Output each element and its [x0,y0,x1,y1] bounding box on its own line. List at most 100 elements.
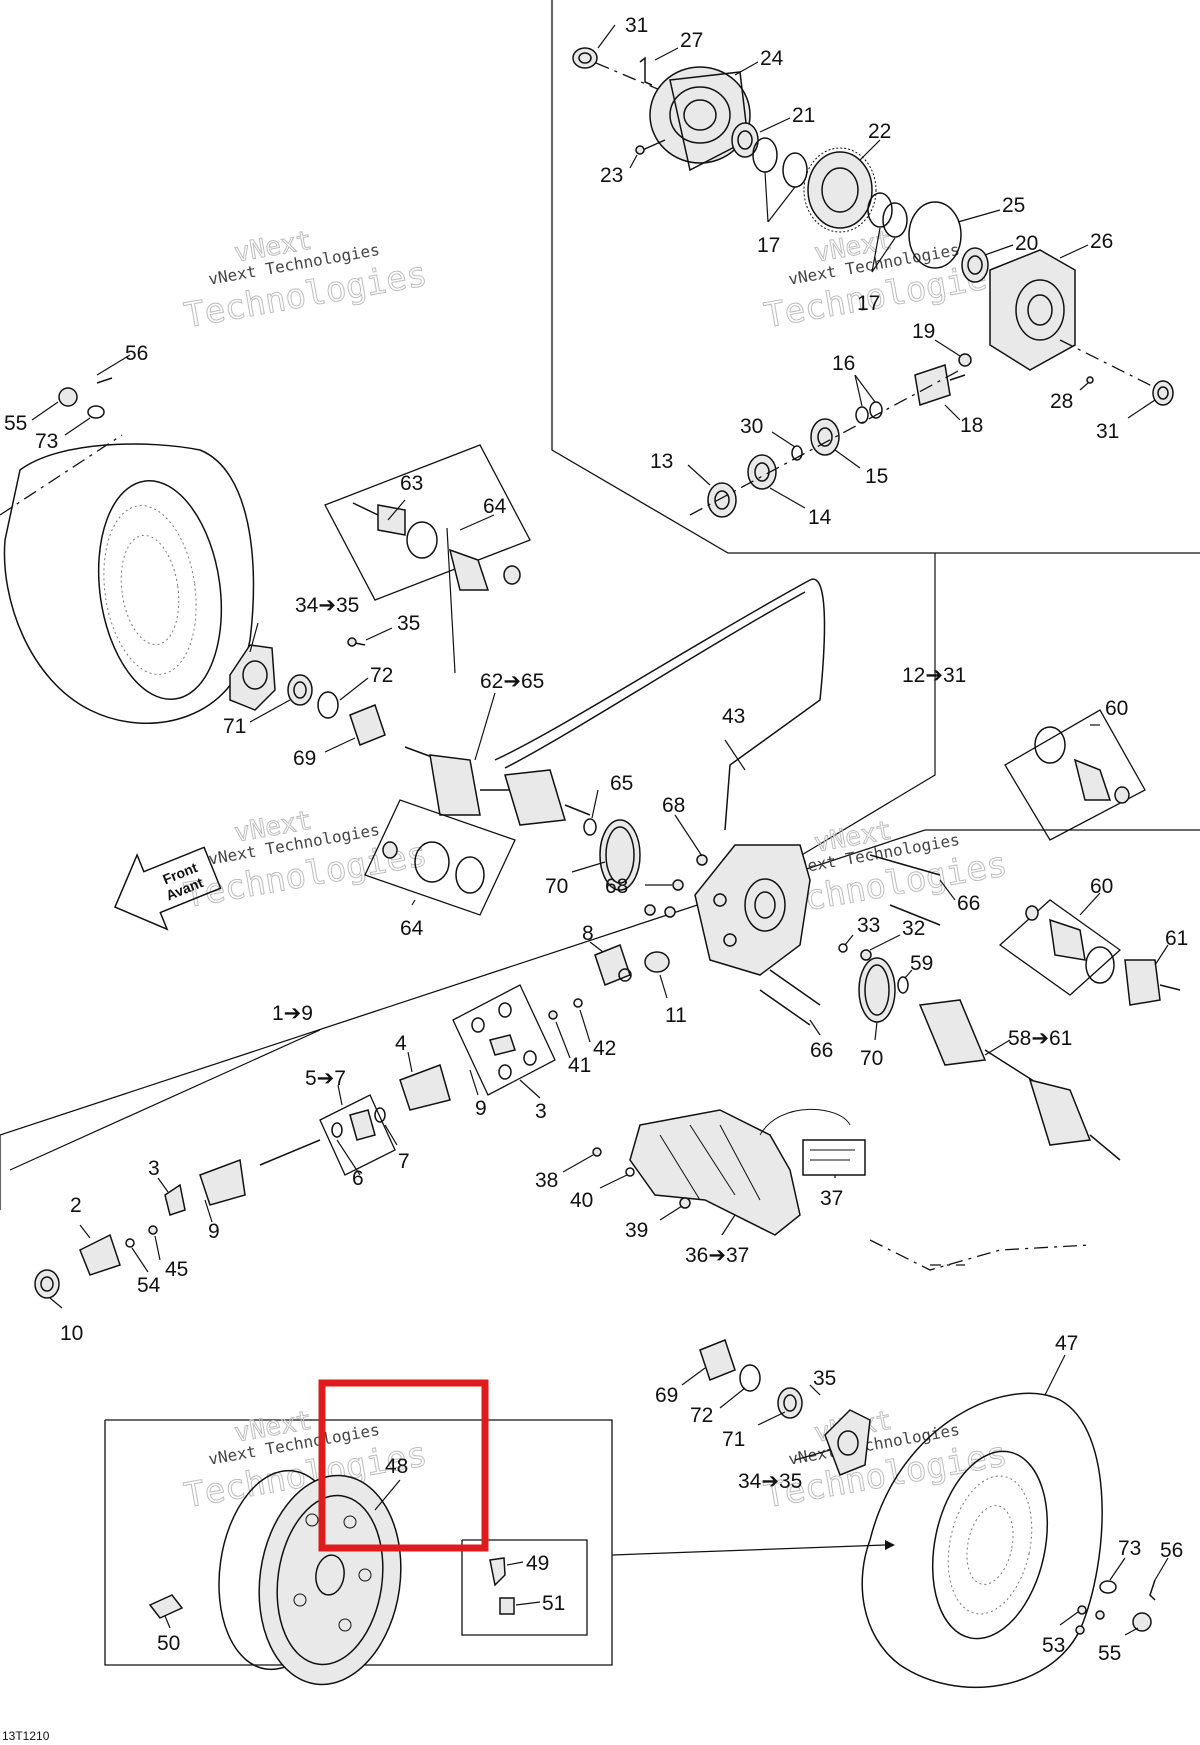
callout-45: 45 [165,1258,188,1281]
callout-63: 63 [400,472,423,495]
part-16-shims [855,401,883,424]
callout-72-bottom: 72 [690,1404,713,1427]
callout-9-upper: 9 [475,1097,487,1120]
separator-line [0,829,1200,1210]
callout-31-right: 31 [1096,420,1119,443]
part-69-bearing-b [699,1339,736,1381]
callout-71-bottom: 71 [722,1428,745,1451]
highlight-box [318,1379,489,1552]
part-50-decal [148,1594,184,1619]
arrow-to-tire [611,1544,886,1556]
callout-9-lower: 9 [208,1220,220,1243]
callout-27: 27 [680,29,703,52]
part-54-washer [125,1238,135,1248]
wheel-inset-box [104,1419,613,1666]
callout-55-left: 55 [4,412,27,435]
part-23-bolt [635,139,666,155]
leader-12-31 [784,553,936,866]
part-73-washer [87,405,105,419]
callout-64-top: 64 [483,495,507,518]
part-28-plug [1086,376,1094,384]
part-37-decal [759,1108,866,1176]
part-5-7-kit-box [319,1094,396,1176]
callout-55-right: 55 [1098,1642,1121,1665]
gearbox-housing [694,844,811,976]
callout-25: 25 [1002,194,1025,217]
callout-69-bottom: 69 [655,1384,678,1407]
part-58-61-driveshaft [918,999,1121,1161]
callout-61: 61 [1165,927,1188,950]
part-31-seal-top [572,47,598,69]
part-36-37-skid-plate [629,1109,801,1236]
part-66-bolts-upper [869,854,941,926]
part-66-bolts-lower [759,969,821,1026]
callout-33: 33 [857,914,880,937]
part-55-nut [58,387,78,407]
part-73-washer-b [1099,1580,1117,1594]
part-3-ujoint-box [452,984,556,1096]
part-34-35-hub-b [824,1409,871,1476]
callout-12-31: 12➔31 [902,664,966,687]
part-63-64-kit-top [324,444,531,601]
part-69-bearing [349,704,386,746]
part-20-bearing [961,247,989,283]
part-34-35-hub [229,644,276,711]
part-56-cotter [96,377,113,384]
tire-rear-right [861,1392,1103,1689]
drawing-code: 13T1210 [2,1729,50,1743]
callout-35-top: 35 [397,612,420,635]
part-71-seal-b [777,1387,803,1419]
part-19-washer [958,353,972,367]
part-51-cap [499,1597,515,1615]
callout-71-top: 71 [223,715,246,738]
part-48-rim [218,1469,402,1686]
part-72-ring-b [739,1364,761,1392]
part-13-seal [707,482,737,518]
callout-8: 8 [582,922,594,945]
callout-56-left: 56 [125,342,148,365]
part-39-nut [679,1197,691,1209]
callout-73-right: 73 [1118,1537,1141,1560]
callout-10: 10 [60,1322,83,1345]
part-17-shims-b [867,192,908,238]
callout-70-top: 70 [545,875,568,898]
part-71-seal [287,674,313,706]
part-45-grease [148,1225,158,1235]
callout-65: 65 [610,772,633,795]
part-61-joint [1124,959,1181,1006]
callout-39: 39 [625,1219,648,1242]
callout-2: 2 [70,1194,82,1217]
callout-1-9: 1➔9 [272,1002,313,1025]
part-60-kit-top [1004,709,1146,841]
callout-5-7: 5➔7 [305,1067,346,1090]
part-33-washer [838,943,848,953]
part-17-shims-a [752,137,808,188]
callout-60-top: 60 [1105,697,1128,720]
dash-right-rear [869,1239,1091,1271]
callout-20: 20 [1015,232,1038,255]
part-24-cover [649,66,751,172]
part-64-kit-bottom [364,799,516,916]
callout-37: 37 [820,1187,843,1210]
tire-front-left [3,443,255,724]
callout-68-top: 68 [662,794,685,817]
part-55-nut-b [1132,1612,1152,1632]
callout-72-top: 72 [370,664,393,687]
callout-7: 7 [398,1150,410,1173]
callout-64-bottom: 64 [400,917,424,940]
callout-48: 48 [385,1455,408,1478]
front-direction-arrow: Front Avant [114,846,222,931]
callout-58-61: 58➔61 [1008,1027,1072,1050]
part-25-oring [908,201,962,269]
callout-34-35-bottom: 34➔35 [738,1470,802,1493]
part-22-ring-gear [803,147,877,233]
callout-35-bottom: 35 [813,1367,836,1390]
callout-24: 24 [760,47,784,70]
part-2-yoke [79,1233,121,1276]
callout-31-top: 31 [625,14,648,37]
callout-49: 49 [526,1552,549,1575]
callout-26: 26 [1090,230,1113,253]
part-10-seal [34,1269,60,1299]
callout-69-top: 69 [293,747,316,770]
